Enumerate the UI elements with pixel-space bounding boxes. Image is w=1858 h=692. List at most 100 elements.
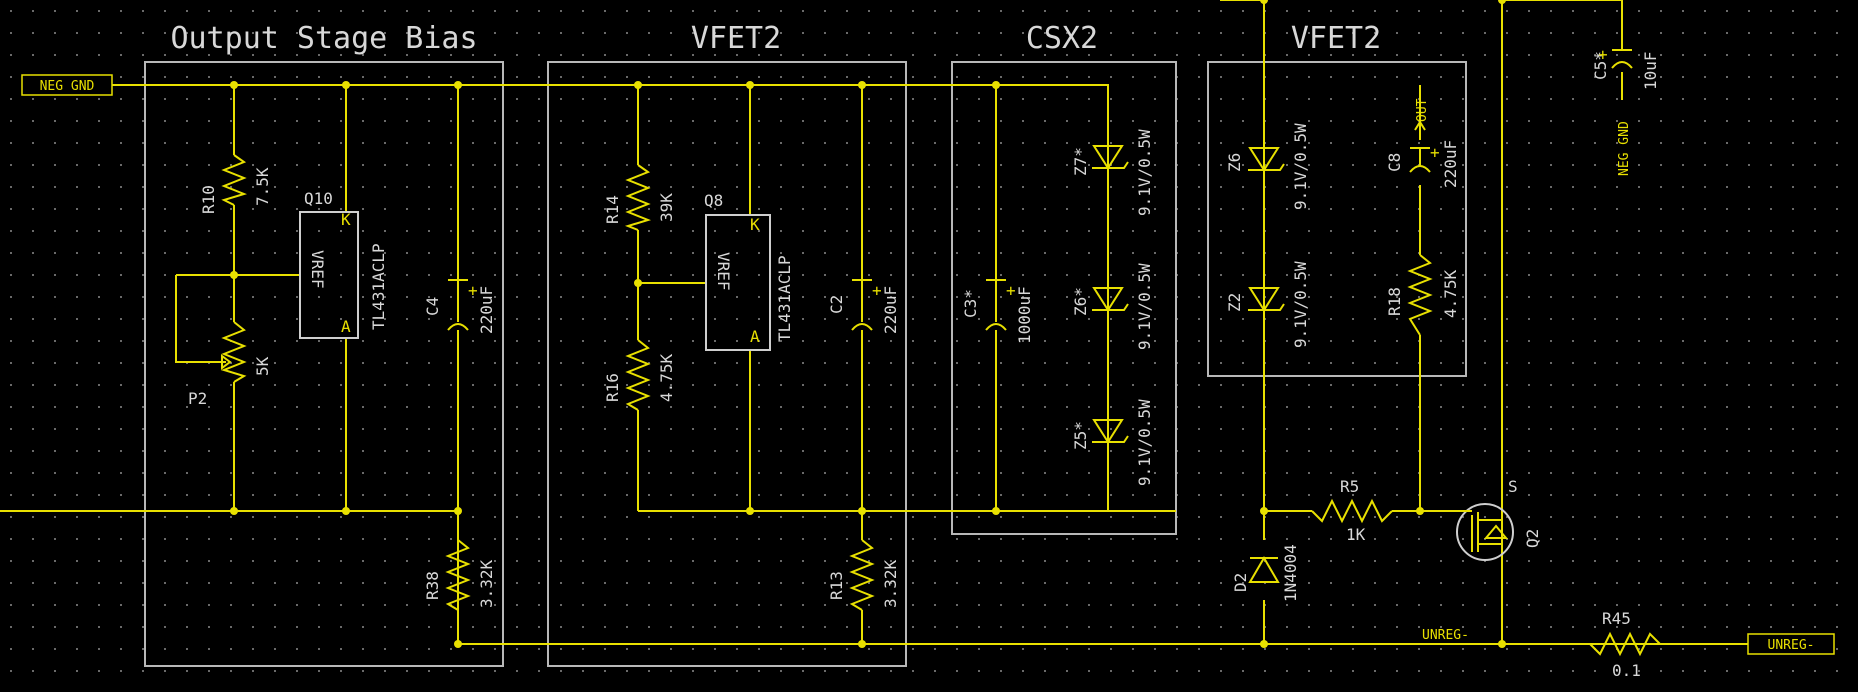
label-r5-ref: R5 [1340,477,1359,496]
resistor-r5[interactable] [1311,498,1393,524]
junction-dot [230,271,238,279]
section-box-vfet2-a [547,61,907,667]
junction-dot [858,81,866,89]
label-r14-ref: R14 [603,195,622,224]
label-p2-ref: P2 [188,389,207,408]
capacitor-c4[interactable] [447,279,469,331]
label-z7-ref: Z7* [1071,147,1090,176]
net-arrow-out-icon [1414,120,1426,131]
section-box-output-stage-bias [144,61,504,667]
ic-q10-tl431[interactable] [299,211,359,339]
zener-z2[interactable] [1248,287,1285,312]
net-label-neg-gnd: NEG GND [1617,121,1632,176]
junction-dot [634,81,642,89]
pin-q10-vref: VREF [308,250,327,289]
capacitor-c3[interactable] [985,279,1007,331]
label-c4-ref: C4 [423,297,442,316]
section-title-csx2: CSX2 [1026,21,1098,56]
junction-dot [230,507,238,515]
junction-dot [1498,640,1506,648]
junction-dot [1260,0,1268,4]
pin-q8-vref: VREF [714,252,733,291]
junction-dot [746,507,754,515]
label-z6-ref: Z6 [1225,153,1244,172]
junction-dot [1260,640,1268,648]
section-box-vfet2-b [1207,61,1467,377]
label-c3-plus: + [1006,281,1016,300]
capacitor-c5[interactable] [1611,40,1633,69]
zener-z6[interactable] [1248,147,1285,172]
label-c2-plus: + [872,281,882,300]
junction-dot [1498,0,1506,4]
resistor-r38[interactable] [445,539,471,611]
label-c2-value: 220uF [881,286,900,334]
junction-dot [858,640,866,648]
port-neg-gnd[interactable]: NEG GND [21,74,113,96]
label-c8-value: 220uF [1441,140,1460,188]
label-c2-ref: C2 [827,295,846,314]
label-z6-value: 9.1V/0.5W [1291,123,1310,210]
label-r5-value: 1K [1346,525,1366,544]
resistor-r13[interactable] [849,539,875,611]
label-z6s-ref: Z6* [1071,287,1090,316]
resistor-r16[interactable] [625,339,651,411]
label-r45-value: 0.1 [1612,661,1641,680]
section-title-vfet2-a: VFET2 [691,21,781,56]
junction-dot [342,81,350,89]
capacitor-c8[interactable] [1409,147,1431,173]
junction-dot [230,81,238,89]
mosfet-q2[interactable] [1456,503,1514,561]
junction-dot [454,640,462,648]
label-p2-value: 5K [253,356,272,376]
net-label-unreg: UNREG- [1422,628,1469,643]
label-r10-value: 7.5K [253,167,272,206]
label-c4-plus: + [468,281,478,300]
label-r16-value: 4.75K [657,353,676,402]
label-c3-value: 1000uF [1015,286,1034,344]
junction-dot [746,81,754,89]
resistor-r18[interactable] [1407,254,1433,336]
svg-text:NEG GND: NEG GND [40,79,95,94]
label-r13-ref: R13 [827,571,846,600]
diode-d2[interactable] [1248,556,1280,583]
junction-dot [1416,507,1424,515]
label-z5-ref: Z5* [1071,421,1090,450]
label-z5-value: 9.1V/0.5W [1135,399,1154,486]
label-r38-ref: R38 [423,571,442,600]
port-unreg-minus[interactable]: UNREG- [1747,633,1835,655]
junction-dot [1260,507,1268,515]
label-r38-value: 3.32K [477,559,496,608]
pin-q10-a: A [341,317,351,336]
section-box-csx2 [951,61,1177,535]
label-c5-ref: C5* [1591,51,1610,80]
resistor-r10[interactable] [221,154,248,206]
potentiometer-p2[interactable] [208,321,247,383]
label-c8-ref: C8 [1385,153,1404,172]
label-q10-ref: Q10 [304,189,333,208]
label-c8-plus: + [1430,143,1440,162]
junction-dot [454,507,462,515]
zener-z5-star[interactable] [1092,419,1129,444]
ic-q8-tl431[interactable] [705,214,771,351]
zener-z6-star[interactable] [1092,287,1129,420]
label-z2-ref: Z2 [1225,293,1244,312]
zener-z7[interactable] [1092,145,1129,290]
section-title-output-stage-bias: Output Stage Bias [170,21,477,56]
junction-dots [230,0,1506,648]
junction-dot [342,507,350,515]
label-d2-ref: D2 [1231,573,1250,592]
label-c5-value: 10uF [1641,51,1660,90]
junction-dot [992,507,1000,515]
net-label-out: OUT [1415,98,1430,122]
label-z2-value: 9.1V/0.5W [1291,261,1310,348]
label-q2-ref: Q2 [1523,529,1542,548]
capacitor-c2[interactable] [851,279,873,331]
resistor-r14[interactable] [624,164,652,231]
label-r13-value: 3.32K [881,559,900,608]
section-title-vfet2-b: VFET2 [1291,21,1381,56]
label-c3-ref: C3* [961,289,980,318]
resistor-r45[interactable] [1589,631,1661,657]
label-z6s-value: 9.1V/0.5W [1135,263,1154,350]
svg-text:UNREG-: UNREG- [1768,638,1815,653]
